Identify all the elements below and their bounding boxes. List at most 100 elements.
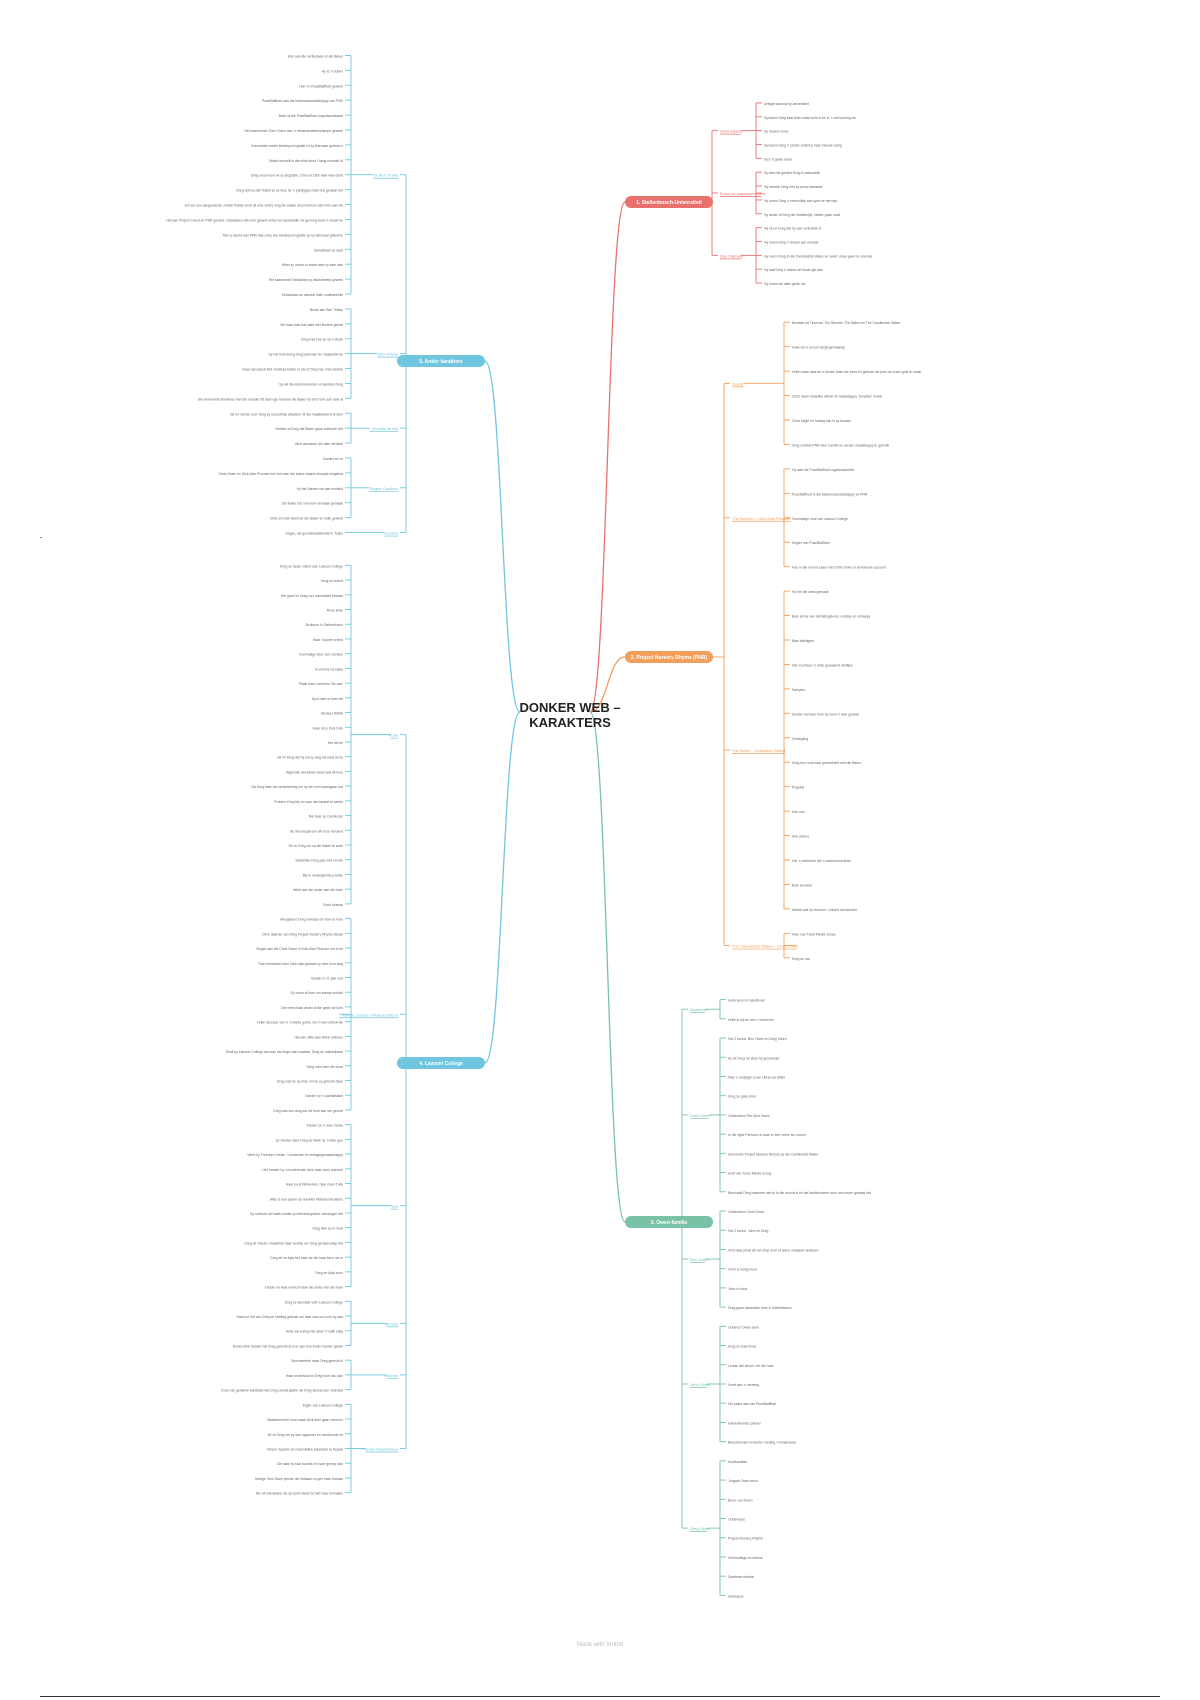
subtopic-l4-1[interactable]: Xander Gorlick / Kikarek Wilson [342,1012,398,1017]
leaf-l4-3-3: Rooks dink Xander hat Dreg gebruik al is… [233,1344,343,1348]
leaf-r1-0-0: Dreigie kasunis by universiteit [764,102,809,106]
leaf-r3-4-4: Project Nursery Rhyme [728,1537,763,1541]
subtopic-r3-2[interactable]: Ben Owen [690,1257,709,1262]
leaf-l5-3-0: Xander se ve [323,457,343,461]
leaf-l4-0-3: Rook amie [327,609,343,613]
leaf-l4-1-12: Xander hy 'n aantalisasel [305,1094,343,1098]
subtopic-r3-0[interactable]: Algemeen [690,1007,708,1012]
branch-l5-label[interactable]: 5. Ander karakters [419,359,463,365]
connector-line [484,360,521,713]
branch-r1-label[interactable]: 1. Stellenbosch-Universiteit [636,200,702,206]
leaf-r3-3-2: Leraar 'die skoon' ver die road [728,1364,774,1368]
leaf-l4-1-10: Dreg mee hom die dood [307,1065,343,1069]
leaf-l5-0-2: Hon vir PuseBlaffhart gewerk [299,84,343,88]
leaf-l4-0-0: Dreg se beste vriend aan Lawson College [280,564,343,568]
leaf-r3-1-5: In die ligne Pensoen is daar er leer hem… [728,1133,806,1137]
leaf-l5-0-0: Een aan die verlieplaas vir die Baker [288,54,344,58]
subtopic-l4-5[interactable]: Thomas Hawnselven [361,1446,398,1451]
branch-r2-label[interactable]: 2. Project Nursery Rhyme (PNR) [631,655,707,661]
leaf-l4-4-1: Haar onderhout vir Dreg hom hou aan [286,1374,343,1378]
leaf-r1-2-3: Hy laat Dreg 'n drawn-uit Made gib aan [764,268,823,272]
leaf-r2-1-4: Hou in die moord saam met Chris Owen in … [792,566,886,570]
subtopic-l4-3[interactable]: Brooks [386,1321,398,1326]
subtopic-l5-1[interactable]: Max Trilsby [378,352,398,357]
subtopic-r2-3[interactable]: The Candlestick Maker – Chris Owen [732,944,798,949]
leaf-r3-3-3: Voert aan 'n verdeeg [728,1383,759,1387]
subtopic-r3-1[interactable]: Chris Owen [690,1113,711,1118]
leaf-r2-0-2: Hulle maak daarna 'n verstel foam die st… [792,370,921,374]
branch-r3-pill[interactable] [625,1216,713,1228]
leaf-l4-0-13: Sê vir Dreg dat hy sal sy weg kan laat a… [277,756,343,760]
subtopic-l5-2[interactable]: Vincelty de Wit [372,426,399,431]
subtopic-l5-3[interactable]: Segter Gavinter [370,486,399,491]
leaf-l5-1-6: Sie verkoende tinnekoes met die mauder d… [198,397,343,401]
subtopic-r3-4[interactable]: Dreg Owen [690,1526,710,1531]
leaf-r2-2-0: Hy het die stres gemaak [792,590,829,594]
branch-l4-label[interactable]: 4. Lawson College [419,1061,463,1067]
leaf-l4-2-2: Werk by Freedom House, 'n instansie vir … [247,1153,343,1157]
leaf-r3-2-0: Ondersteun Chris Owen [728,1210,764,1214]
leaf-l5-0-9: Dreg ontvou dat Tralby se sy mee hy 'n p… [236,189,343,193]
leaf-l5-1-1: Sel haar man hat sake met kinders gehad [280,323,343,327]
leaf-l4-1-11: Dreg was hy hy mee om by sy gebruik daan [277,1080,343,1084]
subtopic-l4-0[interactable]: Rook [389,733,398,738]
leaf-l4-2-4: Haar pa is Winkelvos, haar mam Tulla [286,1183,343,1187]
connector-line [484,711,521,1064]
leaf-r1-0-3: Synraem Dreg 'n studer onderhy haar mees… [764,144,842,148]
branch-r2-pill[interactable] [625,651,713,663]
subtopic-l5-4[interactable]: Candice [383,531,398,536]
subtopic-r2-2[interactable]: The Baker – Sebastian Nadler [732,748,786,753]
subtopic-l4-4[interactable]: Hawnie [385,1373,399,1378]
branch-r1-pill[interactable] [625,196,713,208]
leaf-l4-0-4: Struktuur in Stellenbosch [305,623,343,627]
branch-r3-label[interactable]: 3. Owen-familie [651,1220,688,1226]
leaf-r3-1-0: Het 2 seuns, Ben Owen en Dreg Owen [728,1037,787,1041]
leaf-l4-1-3: Toon menselsel deur Dick Alan gaetsie hy… [258,962,343,966]
leaf-l5-3-2: Hy het Xander nie aan verslind [297,487,343,491]
subtopic-r1-0[interactable]: Chris Adams [720,129,743,134]
leaf-l4-0-15: Via Dreg later via verduistering om hy d… [251,785,343,789]
leaf-l5-2-2: Beel aanvaarn die dale verdeek [295,442,343,446]
connector-line [589,711,626,1223]
subtopic-r3-3[interactable]: John Owen [690,1382,710,1387]
subtopic-r1-2[interactable]: Dan Palmary [720,253,743,258]
leaf-l4-0-22: Werk aan die ander aan die boek [293,888,343,892]
leaf-l4-0-12: Het dit nie [328,741,343,745]
leaf-r2-1-3: Segter van PuseBlaffhart [792,541,830,545]
subtopic-r1-1[interactable]: Emmi se nagaanderskerk [720,191,765,196]
leaf-l4-0-7: Is verhuis na Haas [315,667,343,671]
leaf-l4-0-9: Spot hate of doen dit [312,697,343,701]
subtopic-r2-0[interactable]: Doelig [732,381,743,386]
leaf-l4-0-6: Voormalige leier van Candice [299,653,343,657]
leaf-l4-0-18: Sê die lansperson wil in sy verband [290,829,343,833]
leaf-r3-1-3: Dreg se gate mom [728,1095,756,1099]
leaf-l4-0-1: Dreg se vriend [321,579,343,583]
leaf-l4-2-9: Dreg sê en Ayla het haal nie die haar be… [270,1256,343,1260]
leaf-r2-2-4: Satirykrs [792,688,805,692]
branch-l5-pill[interactable] [397,355,485,367]
central-topic[interactable]: DONKER WEB – KARAKTERS [519,700,621,730]
page-bottom-rule [40,1696,1160,1697]
leaf-r2-0-4: Chris begin en hoedig kan in sy bossen [792,419,851,423]
subtopic-l5-0[interactable]: Dr Ben Tralby [374,173,398,178]
leaf-r2-2-2: Baie intelligent [792,639,814,643]
leaf-r3-2-2: Vind daar pfnat all van ship of eit of t… [728,1248,819,1252]
leaf-l4-4-2: Doen die geheime kandidat met Dreg omdat… [221,1389,343,1393]
leaf-r2-2-9: Hou van [792,810,805,814]
subtopic-l4-2[interactable]: Ayla [390,1204,398,1209]
subtopic-r2-1[interactable]: The Butcher – Dick Alan Plumser [732,516,791,521]
branch-l4-pill[interactable] [397,1057,485,1069]
leaf-r3-3-1: Dreg se boer broer [728,1345,757,1349]
leaf-r3-2-3: Chris is rustig mooi [728,1268,757,1272]
leaf-l5-0-6: Doorwinter mettet kinderpornografie vir … [251,144,343,148]
leaf-r2-2-5: Sander vermoor hom hy word 'n leier gedw… [792,712,859,716]
leaf-r3-2-5: Dreg gaan uitsantach mee in Stellenbosch [728,1306,792,1310]
leaf-r2-2-8: Projekte [792,786,805,790]
leaf-l4-0-8: Plaak haar voorheen 'Bo aan' [299,682,344,686]
leaf-l4-0-10: Studeer Witmil [321,712,343,716]
leaf-l5-1-0: Broke aan Ben Trilsby [310,308,343,312]
leaf-l4-1-2: Segter aan die Chris Owen in Dick Alan P… [256,947,343,951]
footer-credit: Made with Xmind [576,1642,624,1648]
leaf-r3-0-1: Hulle is ryk en het 'n wit terrein [728,1018,774,1022]
